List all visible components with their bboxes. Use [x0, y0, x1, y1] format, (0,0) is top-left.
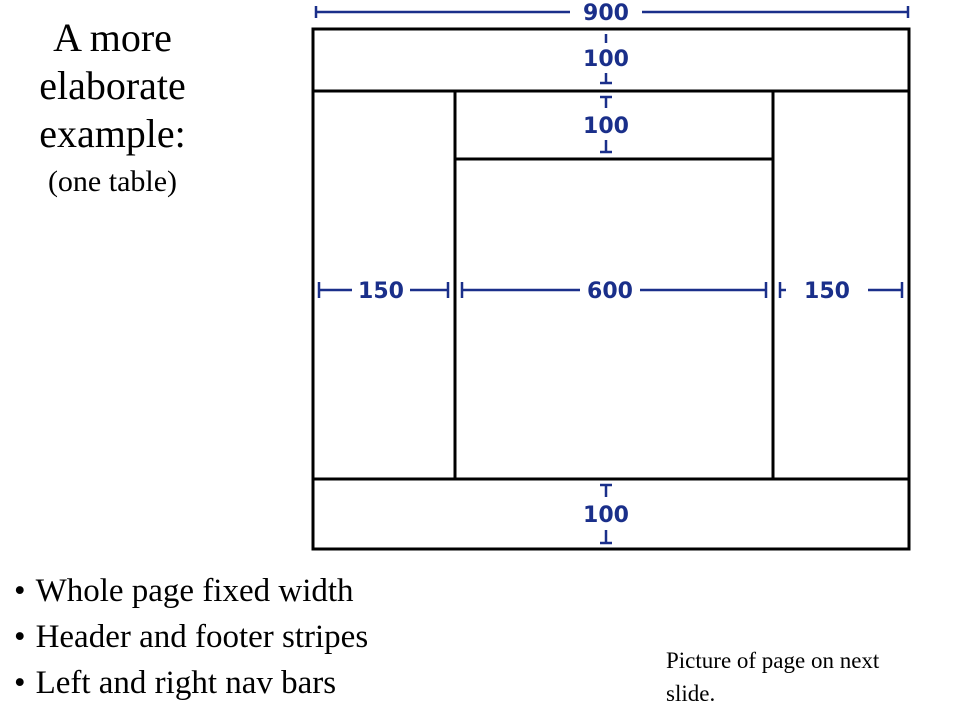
dimension-label-footer-height: 100: [583, 503, 629, 528]
dimension-label-left-nav-width: 150: [358, 279, 404, 304]
slide-title: A more elaborate example: (one table): [0, 14, 225, 202]
dimension-line-content-width: [460, 282, 768, 298]
dimension-line-total-width: [314, 6, 910, 18]
dimension-label-subheader-height: 100: [583, 114, 629, 139]
dimension-line-subheader-height: [600, 95, 612, 154]
dimension-label-right-nav-width: 150: [804, 279, 850, 304]
bullet-item: Left and right nav bars: [14, 660, 368, 706]
dimension-line-right-nav-width: [778, 282, 904, 298]
dimension-line-left-nav-width: [317, 282, 450, 298]
dimension-label-header-height: 100: [583, 47, 629, 72]
bullet-item: Header and footer stripes: [14, 614, 369, 660]
dimension-line-footer-height: [600, 483, 612, 545]
title-line-1: A more: [53, 15, 172, 60]
next-slide-note: Picture of page on next slide.: [666, 648, 880, 706]
page-outline: [311, 27, 911, 551]
bullet-list: Whole page fixed width Header and footer…: [14, 568, 369, 706]
title-line-2: elaborate: [39, 63, 186, 108]
dimension-label-total-width: 900: [583, 1, 629, 26]
dimension-line-header-height: [600, 34, 612, 85]
dimension-label-content-width: 600: [587, 279, 633, 304]
title-line-3: example:: [39, 111, 186, 156]
slide-subtitle: (one table): [47, 165, 178, 198]
bullet-item: Whole page fixed width: [14, 568, 368, 614]
